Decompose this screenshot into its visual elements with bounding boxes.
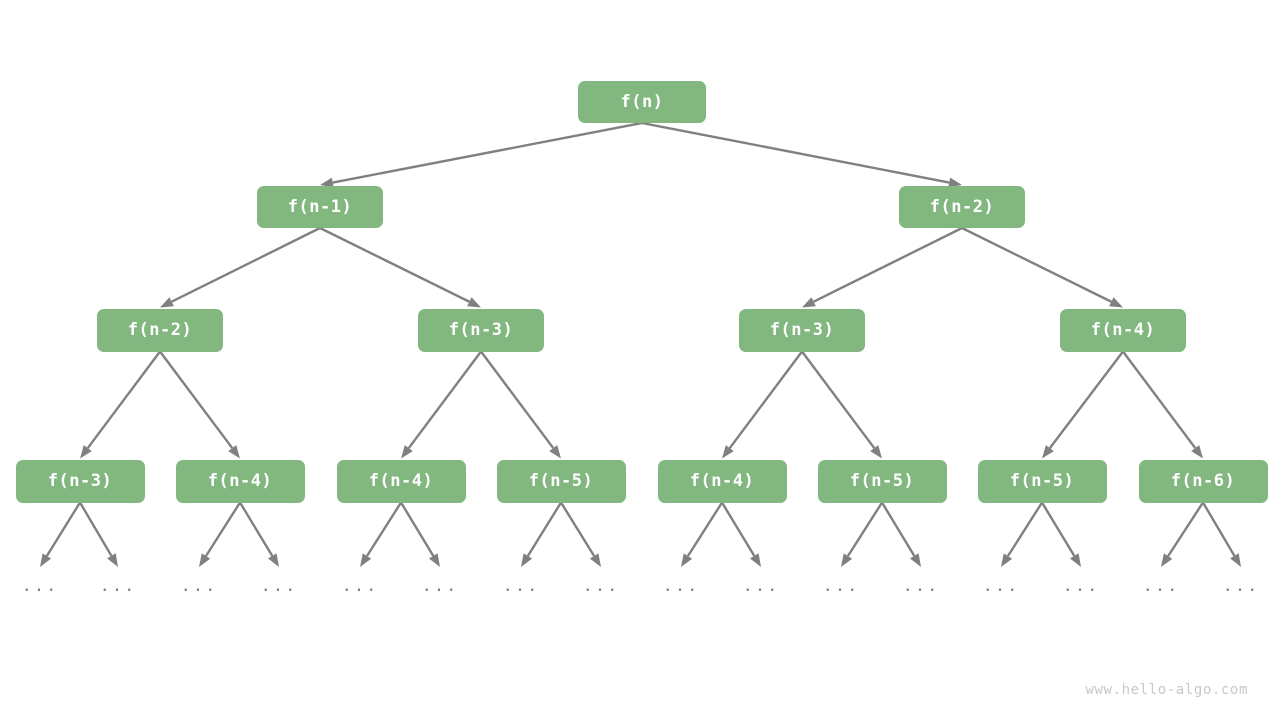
ellipsis-3: ... [260, 576, 298, 596]
tree-node-n8: f(n-4) [175, 459, 305, 503]
ellipsis-12: ... [982, 576, 1020, 596]
ellipsis-13: ... [1062, 576, 1100, 596]
ellipsis-10: ... [822, 576, 860, 596]
tree-node-n11: f(n-4) [657, 459, 787, 503]
tree-node-n2: f(n-2) [899, 186, 1025, 228]
tree-node-n6: f(n-4) [1060, 308, 1186, 352]
ellipsis-7: ... [582, 576, 620, 596]
ellipsis-1: ... [99, 576, 137, 596]
ellipsis-6: ... [502, 576, 540, 596]
ellipsis-15: ... [1222, 576, 1260, 596]
tree-node-n0: f(n) [578, 81, 706, 123]
ellipsis-14: ... [1142, 576, 1180, 596]
tree-node-n13: f(n-5) [977, 459, 1107, 503]
tree-node-n5: f(n-3) [739, 308, 865, 352]
tree-node-n1: f(n-1) [257, 186, 383, 228]
tree-node-n4: f(n-3) [418, 308, 544, 352]
ellipsis-11: ... [902, 576, 940, 596]
tree-node-n12: f(n-5) [817, 459, 947, 503]
ellipsis-8: ... [662, 576, 700, 596]
tree-node-n3: f(n-2) [97, 308, 223, 352]
ellipsis-5: ... [421, 576, 459, 596]
tree-node-n10: f(n-5) [496, 459, 626, 503]
tree-node-n7: f(n-3) [15, 459, 145, 503]
ellipsis-2: ... [180, 576, 218, 596]
watermark: www.hello-algo.com [1085, 682, 1248, 698]
tree-node-n9: f(n-4) [336, 459, 466, 503]
tree-node-n14: f(n-6) [1138, 459, 1268, 503]
ellipsis-4: ... [341, 576, 379, 596]
ellipsis-0: ... [21, 576, 59, 596]
ellipsis-9: ... [742, 576, 780, 596]
